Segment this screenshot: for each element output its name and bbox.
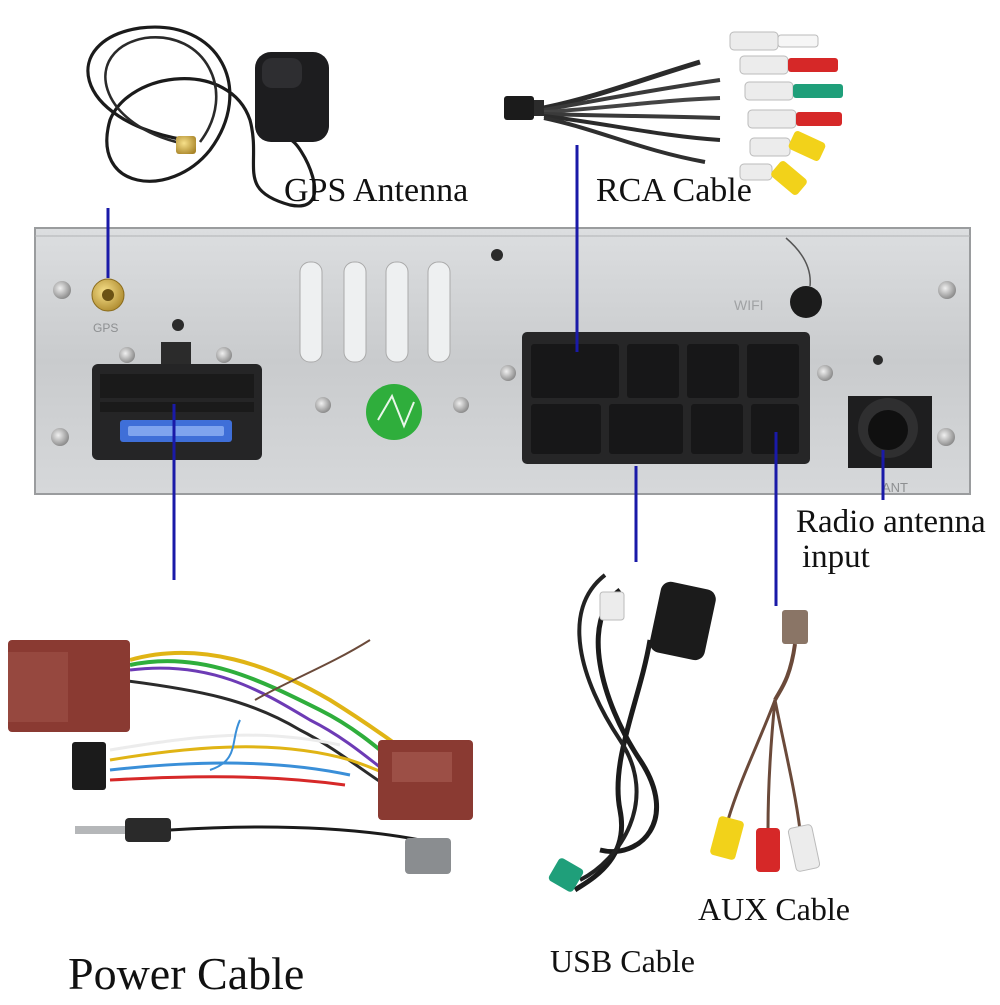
radio-antenna-label-line1: Radio antenna	[796, 504, 986, 540]
usb-cable-label: USB Cable	[550, 943, 695, 979]
green-sticker	[366, 384, 422, 440]
power-cable-harness	[8, 639, 473, 874]
multi-connector-block	[522, 332, 810, 464]
pointer-lines	[106, 145, 885, 606]
radio-antenna-input-label: Radio antenna input	[796, 505, 986, 574]
aux-plug-white	[787, 824, 821, 872]
head-unit-rear-panel: GPS WIFI	[34, 227, 971, 495]
wifi-port-marking: WIFI	[734, 297, 764, 313]
ant-port-marking: ANT	[882, 480, 908, 495]
usb-cable-plug	[599, 591, 625, 621]
gps-port-marking: GPS	[93, 321, 118, 335]
din-antenna-plug	[125, 818, 171, 842]
antenna-adapter-plug	[405, 838, 451, 874]
aux-cable-label: AUX Cable	[698, 891, 850, 927]
usb-cable	[548, 573, 716, 893]
rca-plug-green	[744, 81, 843, 101]
aux-plug-red	[756, 828, 780, 872]
gps-port: GPS	[91, 278, 125, 335]
radio-antenna-port: ANT	[848, 396, 932, 495]
aux-cable	[710, 610, 821, 872]
wifi-port: WIFI	[734, 237, 822, 318]
rca-cable-label: RCA Cable	[596, 172, 752, 209]
gps-antenna	[86, 25, 329, 208]
screw	[51, 281, 956, 446]
rca-plug-yellow-2	[739, 161, 807, 195]
usb-video-plug	[548, 858, 584, 892]
gps-sma-connector	[176, 136, 196, 154]
radio-antenna-label-line2: input	[802, 538, 870, 575]
rca-plug-yellow-1	[749, 131, 826, 161]
aux-plug-yellow	[710, 816, 744, 860]
gps-antenna-label: GPS Antenna	[284, 172, 469, 209]
rca-plug-red-1	[739, 55, 838, 75]
rca-plug-red-2	[747, 109, 842, 129]
power-connector	[92, 342, 262, 460]
power-cable-label: Power Cable	[68, 948, 305, 999]
aux-plug	[782, 610, 808, 644]
iso-plug	[72, 742, 106, 790]
rca-cable	[504, 31, 843, 195]
rca-plug-white-1	[729, 31, 819, 51]
usb-port-connector	[649, 581, 716, 661]
